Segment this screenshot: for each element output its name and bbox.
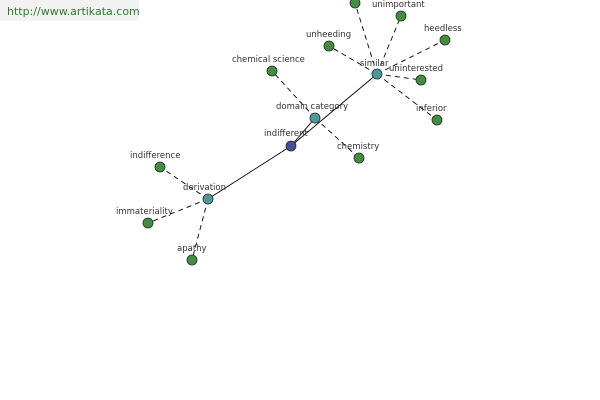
node-label-indifference[interactable]: indifference bbox=[130, 151, 180, 161]
node-label-unheeding[interactable]: unheeding bbox=[306, 30, 351, 40]
node-chemistry[interactable] bbox=[353, 152, 365, 164]
node-unheeding[interactable] bbox=[323, 40, 335, 52]
node-unimportant[interactable] bbox=[395, 10, 407, 22]
edge-similar-inferior bbox=[376, 73, 438, 121]
node-label-apathy[interactable]: apathy bbox=[177, 244, 207, 254]
node-chemical-science[interactable] bbox=[266, 65, 278, 77]
node-indifferent[interactable] bbox=[285, 140, 297, 152]
node-label-unimportant[interactable]: unimportant bbox=[372, 0, 425, 10]
node-label-similar[interactable]: similar bbox=[360, 59, 389, 69]
node-label-heedless[interactable]: heedless bbox=[424, 24, 462, 34]
node-label-derivation[interactable]: derivation bbox=[183, 183, 226, 193]
node-label-chemistry[interactable]: chemistry bbox=[337, 142, 379, 152]
edge-domain-category-chemical-science bbox=[271, 70, 316, 119]
node-label-indifferent[interactable]: indifferent bbox=[264, 129, 309, 139]
edge-derivation-apathy bbox=[191, 198, 209, 261]
watermark-bar: http://www.artikata.com bbox=[0, 0, 140, 21]
edge-derivation-immateriality bbox=[147, 198, 209, 224]
edge-similar-unlabeled-top bbox=[354, 2, 378, 75]
edge-indifferent-domain-category bbox=[290, 117, 316, 147]
node-label-inferior[interactable]: inferior bbox=[416, 104, 447, 114]
edge-derivation-indifference bbox=[159, 166, 209, 200]
node-label-uninterested[interactable]: uninterested bbox=[389, 64, 443, 74]
graph-nodes bbox=[142, 0, 451, 266]
node-apathy[interactable] bbox=[186, 254, 198, 266]
graph-edges bbox=[147, 2, 446, 261]
edge-domain-category-chemistry bbox=[314, 117, 360, 159]
graph-labels: indifferent similar domain category derivat… bbox=[116, 0, 462, 254]
node-indifference[interactable] bbox=[154, 161, 166, 173]
edge-indifferent-similar bbox=[290, 73, 378, 147]
edge-indifferent-derivation bbox=[207, 145, 292, 200]
node-uninterested[interactable] bbox=[415, 74, 427, 86]
node-similar[interactable] bbox=[371, 68, 383, 80]
edge-similar-unheeding bbox=[328, 45, 378, 75]
edge-similar-uninterested bbox=[376, 73, 422, 81]
node-derivation[interactable] bbox=[202, 193, 214, 205]
edge-similar-heedless bbox=[376, 39, 446, 75]
node-unlabeled-top[interactable] bbox=[349, 0, 361, 9]
node-label-domain-category[interactable]: domain category bbox=[276, 102, 348, 112]
node-heedless[interactable] bbox=[439, 34, 451, 46]
node-inferior[interactable] bbox=[431, 114, 443, 126]
node-label-chemical-science[interactable]: chemical science bbox=[232, 55, 305, 65]
node-label-immateriality[interactable]: immateriality bbox=[116, 207, 173, 217]
watermark-url[interactable]: http://www.artikata.com bbox=[7, 5, 140, 18]
node-domain-category[interactable] bbox=[309, 112, 321, 124]
node-immateriality[interactable] bbox=[142, 217, 154, 229]
edge-similar-unimportant bbox=[376, 15, 402, 75]
